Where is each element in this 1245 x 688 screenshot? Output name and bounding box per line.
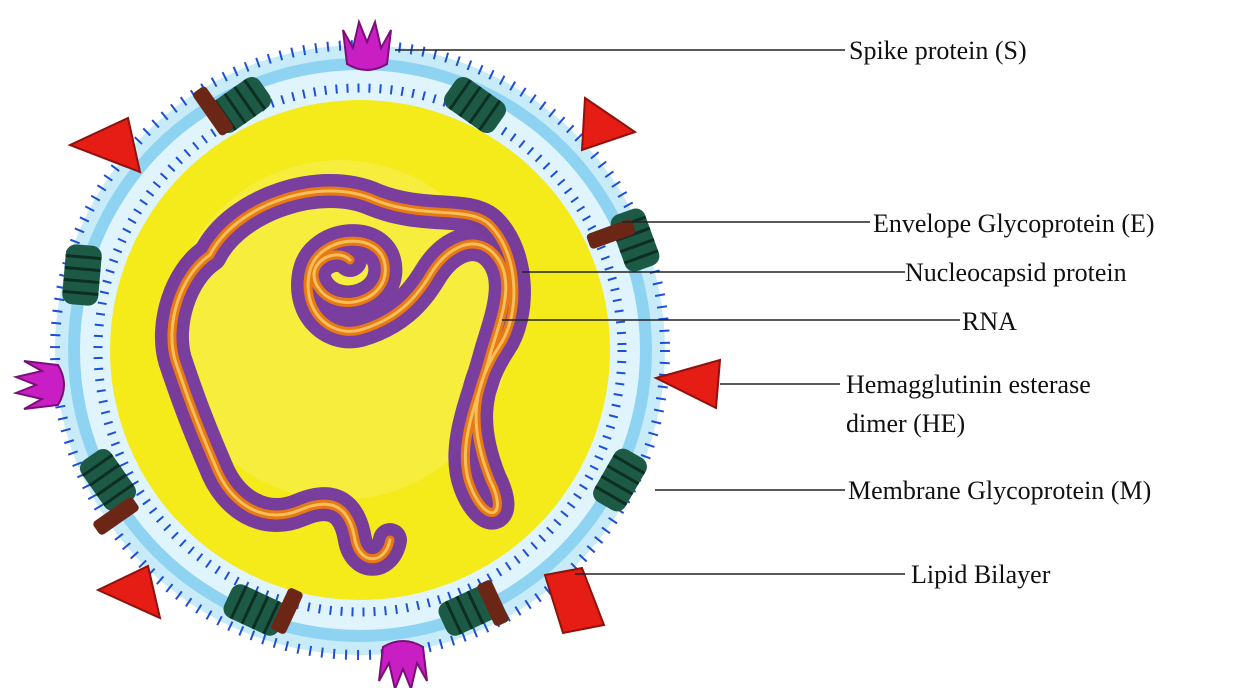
label-nucleocapsid-protein: Nucleocapsid protein — [905, 258, 1127, 287]
hemagglutinin-icon — [582, 98, 635, 150]
spike-protein-icon — [16, 361, 64, 409]
hemagglutinin-icon — [656, 360, 720, 408]
label-membrane-glycoprotein: Membrane Glycoprotein (M) — [848, 476, 1151, 505]
spike-protein-icon — [379, 641, 427, 688]
label-hemagglutinin-line-2: dimer (HE) — [846, 409, 965, 438]
label-lipid-bilayer: Lipid Bilayer — [911, 560, 1051, 589]
hemagglutinin-icon — [70, 118, 140, 172]
spike-protein-icon — [343, 22, 391, 70]
hemagglutinin-icon — [98, 566, 160, 618]
label-envelope-glycoprotein: Envelope Glycoprotein (E) — [873, 209, 1155, 238]
label-spike-protein: Spike protein (S) — [849, 36, 1027, 65]
membrane-protein-icon — [61, 244, 102, 307]
hemagglutinin-icon — [545, 568, 604, 633]
virus-particle — [16, 22, 720, 688]
label-rna: RNA — [962, 307, 1017, 336]
labels: Spike protein (S) Envelope Glycoprotein … — [846, 36, 1155, 589]
label-hemagglutinin-line-1: Hemagglutinin esterase — [846, 370, 1091, 399]
